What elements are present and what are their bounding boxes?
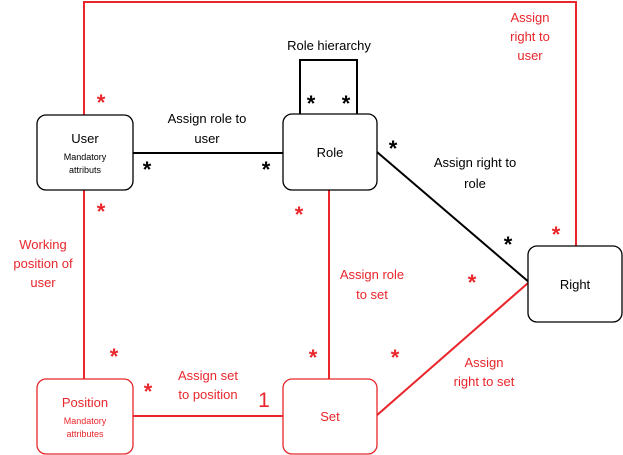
user-box: [36, 114, 134, 191]
set-box: [282, 378, 378, 455]
role-hierarchy-loop: [299, 59, 358, 114]
mult-right-role-at-role: *: [389, 136, 398, 161]
mult-role-set-at-set: *: [309, 345, 318, 370]
label-assign-right-to-user-1: Assign: [510, 10, 549, 25]
multiplicities: * * * * * * * * * * * * * 1 * *: [97, 90, 561, 412]
label-assign-role-to-user-1: Assign role to: [168, 111, 247, 126]
position-subtitle-2: attributes: [66, 429, 104, 439]
position-box: [36, 378, 134, 455]
mult-right-role-at-right: *: [504, 232, 513, 257]
label-working-position-2: position of: [13, 256, 73, 271]
mult-right-user-at-user: *: [97, 90, 106, 115]
mult-right-user-at-right: *: [552, 222, 561, 247]
node-user: User Mandatory attributs: [36, 114, 134, 191]
label-assign-right-to-set-2: right to set: [454, 374, 515, 389]
position-title: Position: [62, 395, 108, 410]
label-assign-right-to-role-2: role: [464, 176, 486, 191]
mult-set-position-at-position: *: [144, 379, 153, 404]
label-assign-set-to-position-1: Assign set: [178, 368, 238, 383]
mult-hierarchy-right: *: [342, 91, 351, 116]
label-role-hierarchy: Role hierarchy: [287, 38, 371, 53]
right-box: [527, 245, 623, 323]
label-assign-right-to-set-1: Assign: [464, 355, 503, 370]
mult-right-set-at-right: *: [468, 270, 477, 295]
mult-set-position-at-set: 1: [258, 389, 270, 412]
user-subtitle-2: attributs: [69, 165, 102, 175]
mult-role-user-at-role: *: [262, 157, 271, 182]
mult-right-set-at-set: *: [391, 345, 400, 370]
role-title: Role: [317, 145, 344, 160]
user-title: User: [71, 131, 99, 146]
label-assign-role-to-set-2: to set: [356, 287, 388, 302]
node-position: Position Mandatory attributes: [36, 378, 134, 455]
mult-role-set-at-role: *: [295, 202, 304, 227]
label-assign-role-to-set-1: Assign role: [340, 267, 404, 282]
label-working-position-3: user: [30, 275, 56, 290]
node-role: Role: [282, 113, 378, 191]
edge-labels: Role hierarchy Assign role to user Assig…: [13, 10, 550, 402]
role-right-connector: [376, 151, 531, 284]
node-right: Right: [527, 245, 623, 323]
role-box: [282, 113, 378, 191]
node-set: Set: [282, 378, 378, 455]
position-subtitle-1: Mandatory: [64, 416, 107, 426]
label-assign-right-to-user-2: right to: [510, 29, 550, 44]
label-assign-set-to-position-2: to position: [178, 387, 237, 402]
set-right-connector: [375, 282, 529, 417]
user-subtitle-1: Mandatory: [64, 152, 107, 162]
mult-role-user-at-user: *: [143, 157, 152, 182]
connectors: [83, 1, 577, 417]
set-title: Set: [320, 409, 340, 424]
label-assign-role-to-user-2: user: [194, 131, 220, 146]
label-working-position-1: Working: [19, 237, 66, 252]
label-assign-right-to-user-3: user: [517, 48, 543, 63]
label-assign-right-to-role-1: Assign right to: [434, 155, 516, 170]
right-title: Right: [560, 277, 591, 292]
user-right-connector: [83, 1, 577, 246]
mult-hierarchy-left: *: [307, 91, 316, 116]
mult-position-user-at-position: *: [110, 344, 119, 369]
mult-position-user-at-user: *: [97, 199, 106, 224]
